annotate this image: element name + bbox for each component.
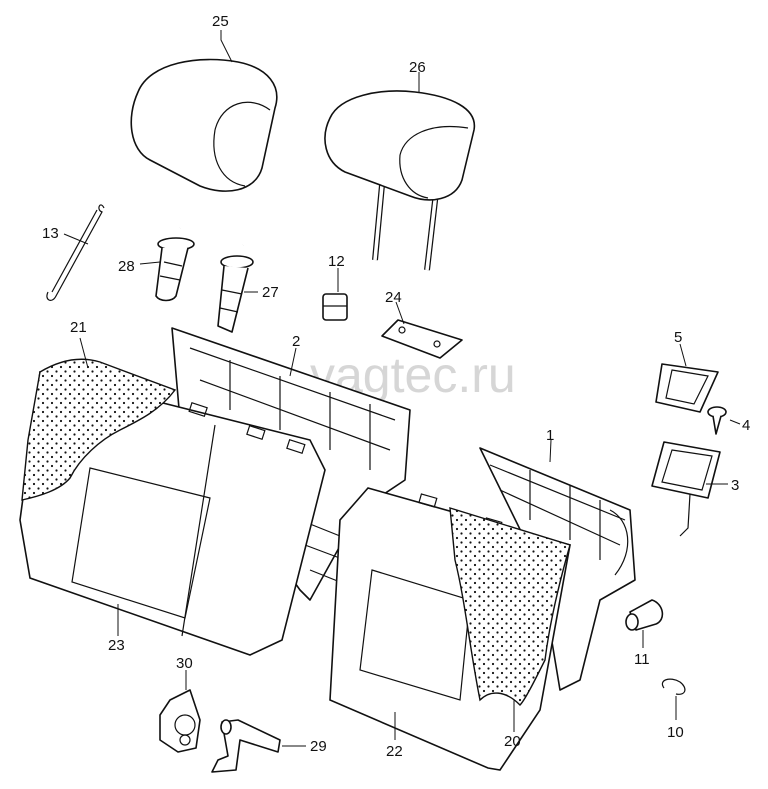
part-24-pad (381, 319, 463, 359)
callout-27: 27 (262, 284, 279, 301)
part-30-lock-mechanism (159, 689, 201, 753)
callout-21: 21 (70, 319, 87, 336)
callout-10: 10 (667, 724, 684, 741)
callout-11: 11 (634, 651, 650, 668)
part-26-headrest-right (324, 90, 476, 271)
part-21-side-panel-left (21, 358, 177, 501)
part-4-screw (707, 406, 727, 435)
part-5-bezel (655, 363, 719, 413)
callout-labels: 25 26 13 28 27 12 24 2 21 5 4 3 1 11 10 … (42, 13, 750, 760)
callout-30: 30 (176, 655, 193, 672)
callout-2: 2 (292, 333, 300, 350)
callout-23: 23 (108, 637, 125, 654)
part-13-wire-hook (46, 204, 105, 301)
callout-1: 1 (546, 427, 554, 444)
part-12-clip (322, 293, 348, 321)
part-27-guide-sleeve (217, 255, 254, 333)
part-29-cable-lever (211, 719, 281, 773)
callout-29: 29 (310, 738, 327, 755)
leader-lines (63, 30, 741, 747)
part-28-guide-sleeve (155, 237, 195, 302)
callout-13: 13 (42, 225, 59, 242)
callout-12: 12 (328, 253, 345, 270)
callout-4: 4 (742, 417, 750, 434)
callout-24: 24 (385, 289, 402, 306)
callout-5: 5 (674, 329, 682, 346)
part-25-headrest-left (130, 58, 278, 246)
callout-22: 22 (386, 743, 403, 760)
part-20-side-panel-right (449, 507, 571, 706)
callout-28: 28 (118, 258, 135, 275)
callout-20: 20 (504, 733, 521, 750)
callout-26: 26 (409, 59, 426, 76)
part-11-cap (625, 599, 664, 631)
part-3-release-handle (651, 441, 721, 537)
callout-3: 3 (731, 477, 739, 494)
part-10-clip-ring (661, 678, 686, 695)
callout-25: 25 (212, 13, 229, 30)
